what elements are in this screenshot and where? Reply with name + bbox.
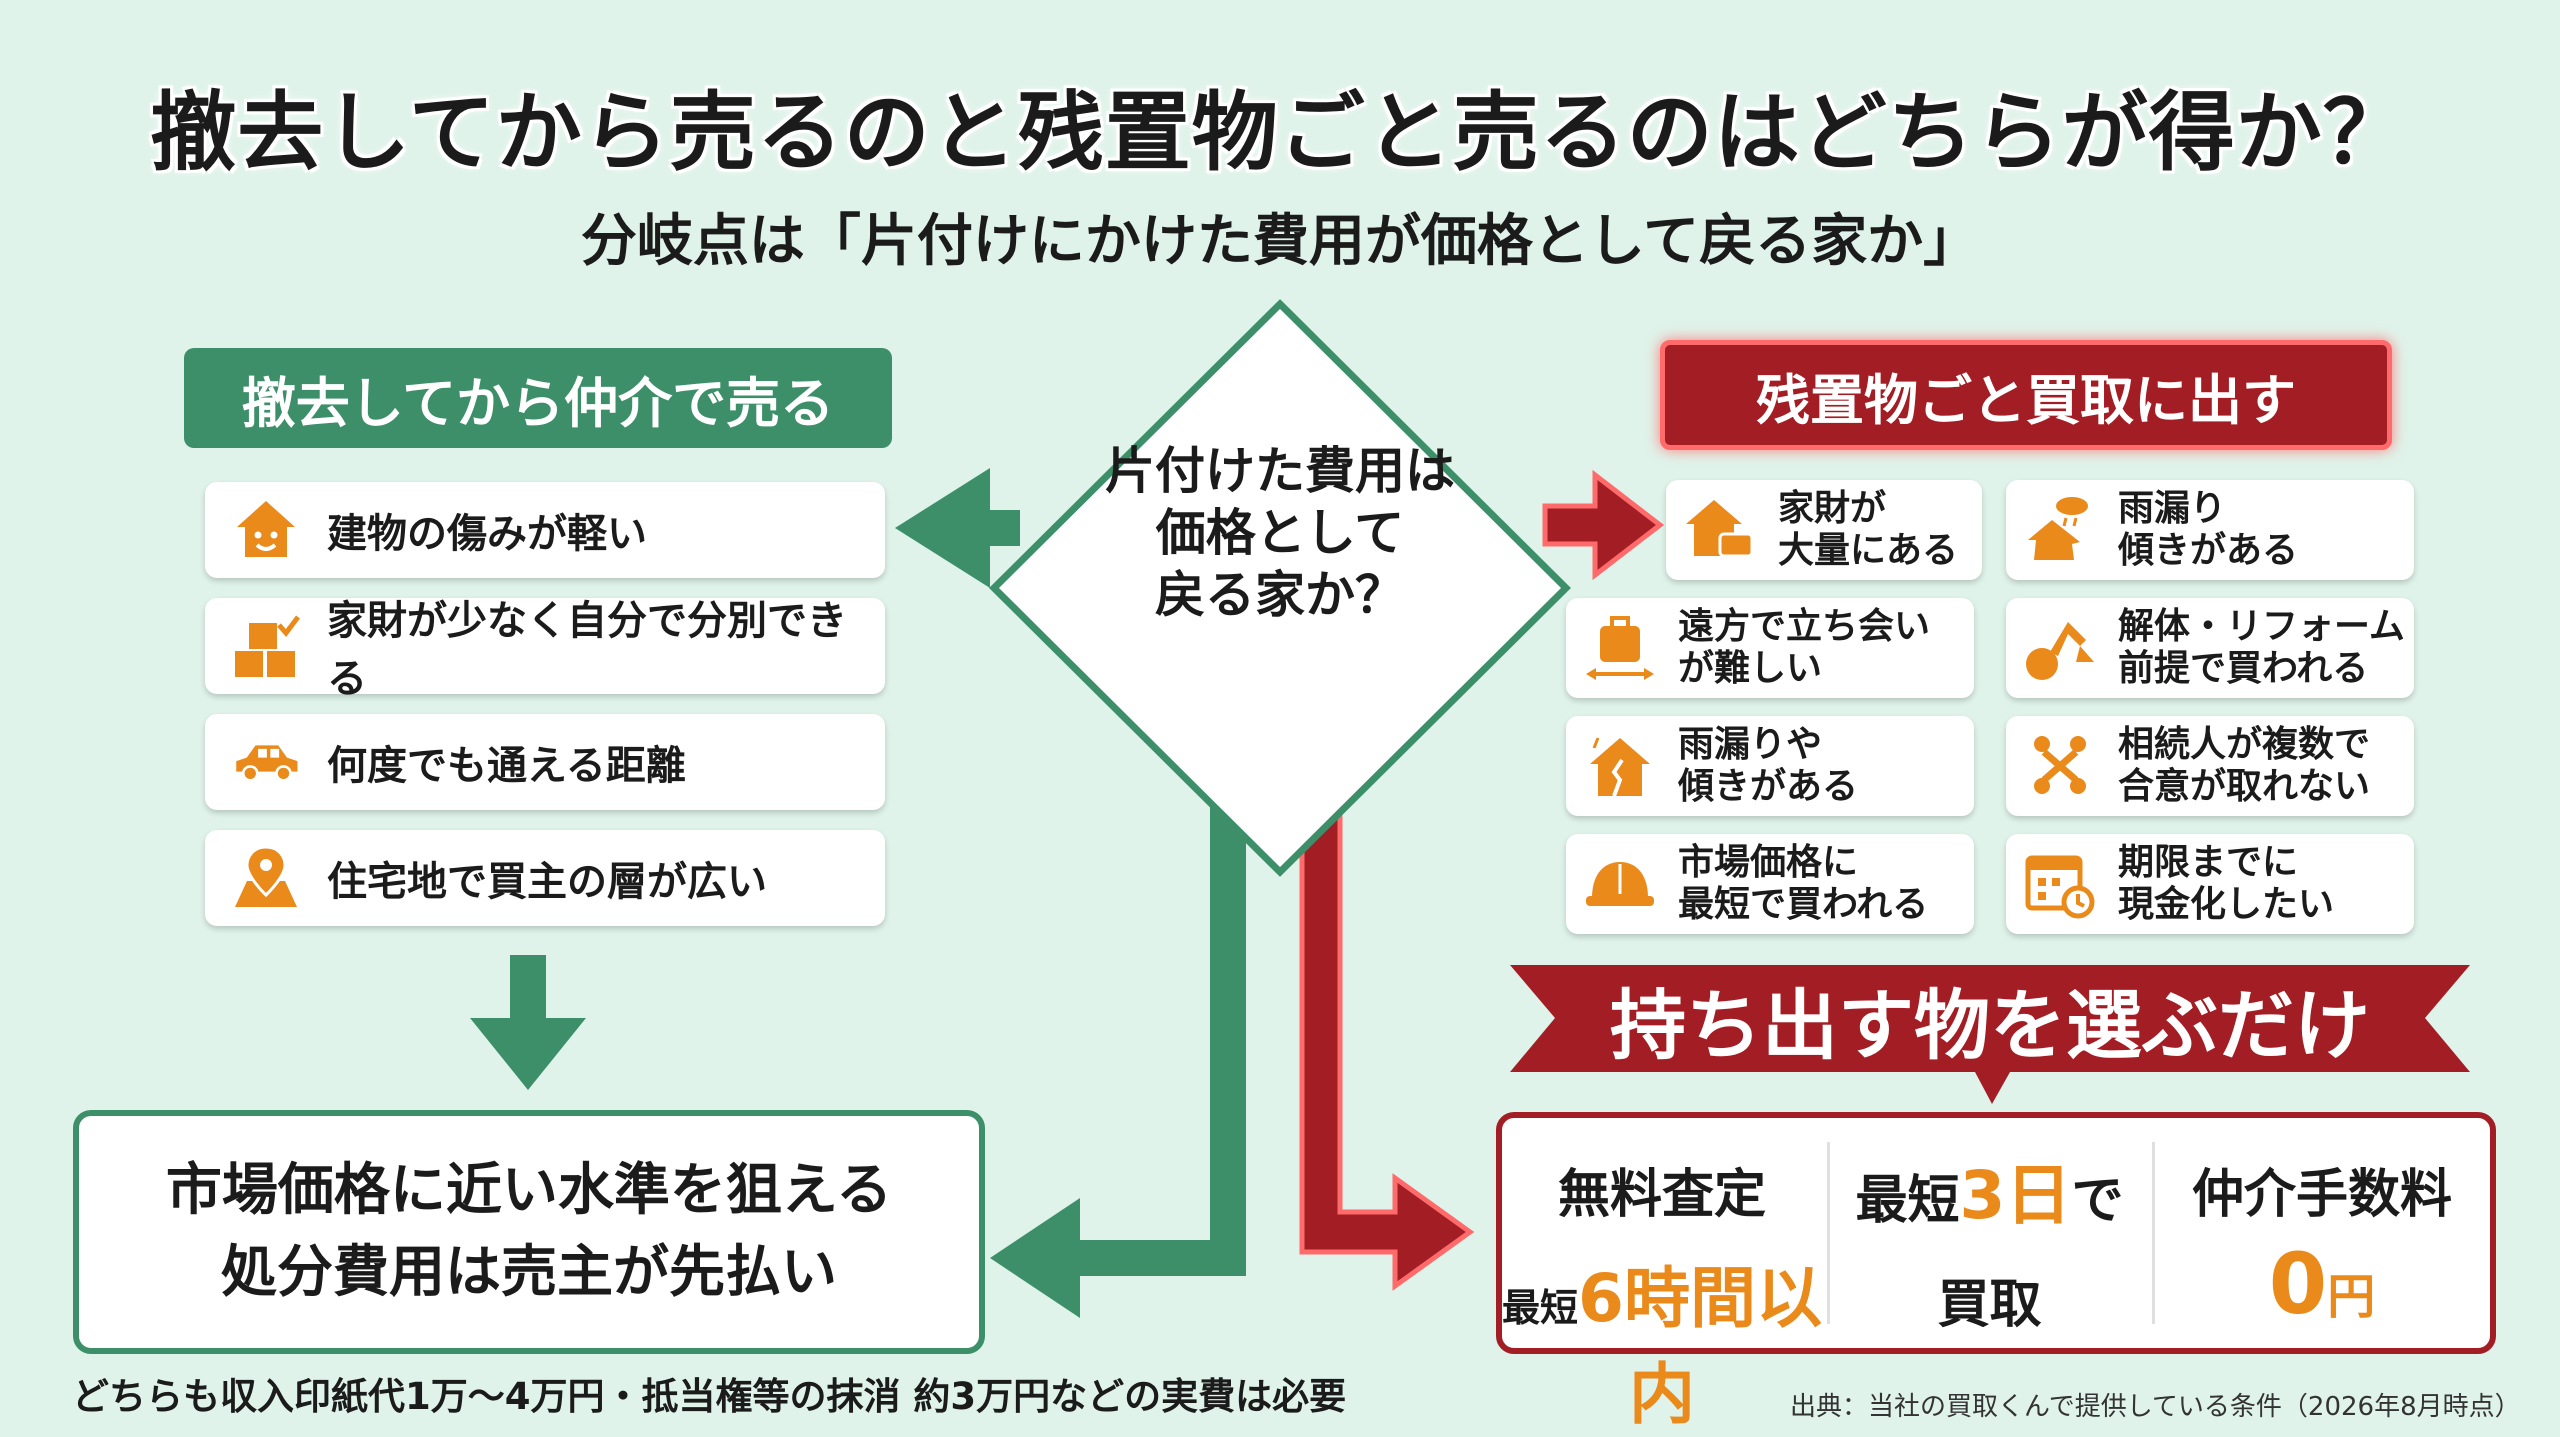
features-box: 無料査定 最短6時間以内 最短3日で 買取 仲介手数料 0円 [1496, 1112, 2496, 1433]
feature-title: 仲介手数料 [2191, 1165, 2452, 1225]
right-condition-card: 家財が 大量にある [1666, 480, 1982, 580]
smiling-house-icon [237, 501, 295, 557]
feature-no-commission: 仲介手数料 0円 [2157, 1118, 2487, 1348]
people-conflict-icon [2034, 736, 2086, 794]
left-condition-label: 家財が少なく自分で分別できる [327, 598, 847, 702]
left-result-box: 市場価格に近い水準を狙える 処分費用は売主が先払い [73, 1110, 985, 1354]
right-condition-card: 市場価格に 最短で買われる [1566, 834, 1974, 934]
left-condition-label: 住宅地で買主の層が広い [327, 859, 767, 905]
right-condition-label: 解体・リフォーム 前提で買われる [2118, 606, 2405, 689]
feature-title-suffix: で [2071, 1171, 2124, 1231]
arrow-to-right-list [1542, 469, 1665, 581]
left-result-line: 市場価格に近い水準を狙える [165, 1158, 893, 1223]
banner-text: 持ち出す物を選ぶだけ [1610, 981, 2370, 1070]
right-condition-label: 遠方で立ち会い が難しい [1678, 606, 1931, 689]
right-condition-label: 市場価格に 最短で買われる [1678, 842, 1929, 925]
damaged-house-icon [1590, 737, 1650, 797]
left-condition-card: 建物の傷みが軽い [205, 482, 885, 578]
footer-note: どちらも収入印紙代1万〜4万円・抵当権等の抹消 約3万円などの実費は必要 [72, 1375, 1347, 1418]
right-condition-label: 期限までに 現金化したい [2118, 842, 2335, 925]
right-condition-card: 雨漏り 傾きがある [2006, 480, 2414, 580]
source-note: 出典：当社の買取くんで提供している条件（2026年8月時点） [1790, 1392, 2521, 1422]
feature-divider [2152, 1142, 2155, 1324]
left-condition-label: 何度でも通える距離 [327, 743, 686, 789]
suitcase-distance-icon [1586, 616, 1654, 680]
left-result-line: 処分費用は売主が先払い [221, 1240, 837, 1305]
feature-title: 無料査定 [1557, 1165, 1766, 1225]
feature-value-number: 0 [2268, 1235, 2328, 1333]
decision-text: 片付けた費用は 価格として 戻る家か？ [1105, 442, 1455, 624]
left-condition-card: 何度でも通える距離 [205, 714, 885, 810]
right-condition-card: 雨漏りや 傾きがある [1566, 716, 1974, 816]
feature-title: 最短3日で [1832, 1142, 2147, 1238]
right-condition-card: 遠方で立ち会い が難しい [1566, 598, 1974, 698]
left-condition-label: 建物の傷みが軽い [327, 511, 647, 557]
calendar-clock-icon [2025, 855, 2095, 919]
helmet-icon [1586, 862, 1654, 906]
feature-note: 最短6時間以内 [1502, 1245, 1822, 1437]
decision-diamond [989, 299, 1571, 877]
left-option-header: 撤去してから仲介で売る [184, 348, 892, 448]
feature-value-unit: 円 [2327, 1269, 2376, 1325]
feature-free-appraisal: 無料査定 最短6時間以内 [1502, 1118, 1822, 1433]
left-condition-card: 住宅地で買主の層が広い [205, 830, 885, 926]
banner-shape [1510, 965, 2470, 1104]
right-condition-label: 雨漏りや 傾きがある [1678, 724, 1859, 807]
page-subtitle: 分岐点は「片付けにかけた費用が価格として戻る家か」 [580, 209, 1980, 274]
car-icon [236, 745, 298, 782]
page-title: 撤去してから売るのと残置物ごと売るのはどちらが得か？ [150, 83, 2410, 183]
left-condition-card: 家財が少なく自分で分別できる [205, 598, 885, 702]
feature-fast-purchase: 最短3日で 買取 [1832, 1118, 2147, 1348]
rain-house-icon [2028, 497, 2088, 560]
feature-note-prefix: 最短 [1502, 1286, 1579, 1330]
arrow-list-to-result [470, 955, 586, 1090]
right-condition-label: 雨漏り 傾きがある [2118, 488, 2299, 571]
excavator-icon [2026, 622, 2094, 680]
feature-title-value: 3日 [1959, 1157, 2072, 1234]
arrow-to-left-list [895, 468, 1020, 588]
feature-note-value: 6時間以内 [1578, 1260, 1822, 1433]
feature-value: 0円 [2157, 1235, 2487, 1333]
boxes-check-icon [235, 615, 300, 677]
house-furniture-icon [1686, 500, 1754, 558]
feature-title-prefix: 最短 [1855, 1171, 1960, 1231]
right-option-header: 残置物ごと買取に出す [1660, 340, 2392, 450]
feature-divider [1827, 1142, 1830, 1324]
right-condition-card: 解体・リフォーム 前提で買われる [2006, 598, 2414, 698]
map-pin-icon [235, 845, 297, 907]
right-condition-label: 相続人が複数で 合意が取れない [2118, 724, 2371, 807]
right-condition-card: 相続人が複数で 合意が取れない [2006, 716, 2414, 816]
right-condition-card: 期限までに 現金化したい [2006, 834, 2414, 934]
feature-note: 買取 [1937, 1275, 2042, 1335]
right-condition-label: 家財が 大量にある [1778, 488, 1959, 571]
